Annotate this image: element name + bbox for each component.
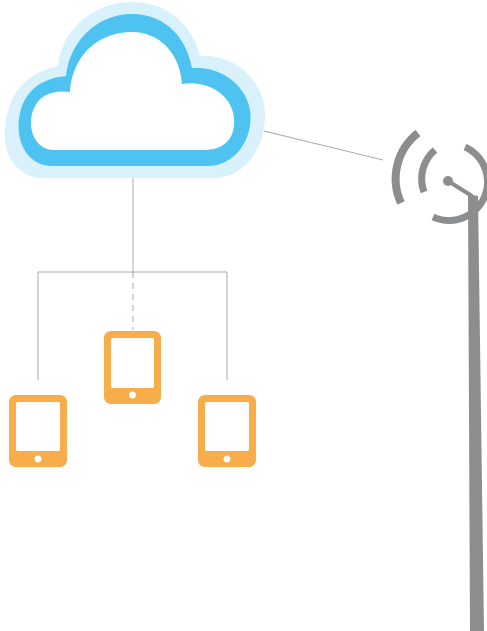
tablet-right	[198, 395, 256, 467]
wifi-antenna-icon	[391, 129, 487, 631]
tablet-icon	[104, 331, 161, 404]
cloud-icon	[4, 2, 265, 178]
tablet-icon	[9, 395, 67, 467]
tablet-icon	[198, 395, 256, 467]
edge-cloud-antenna	[263, 130, 384, 161]
tablet-center	[104, 331, 161, 404]
connectors	[37, 130, 384, 380]
tablet-left	[9, 395, 67, 467]
